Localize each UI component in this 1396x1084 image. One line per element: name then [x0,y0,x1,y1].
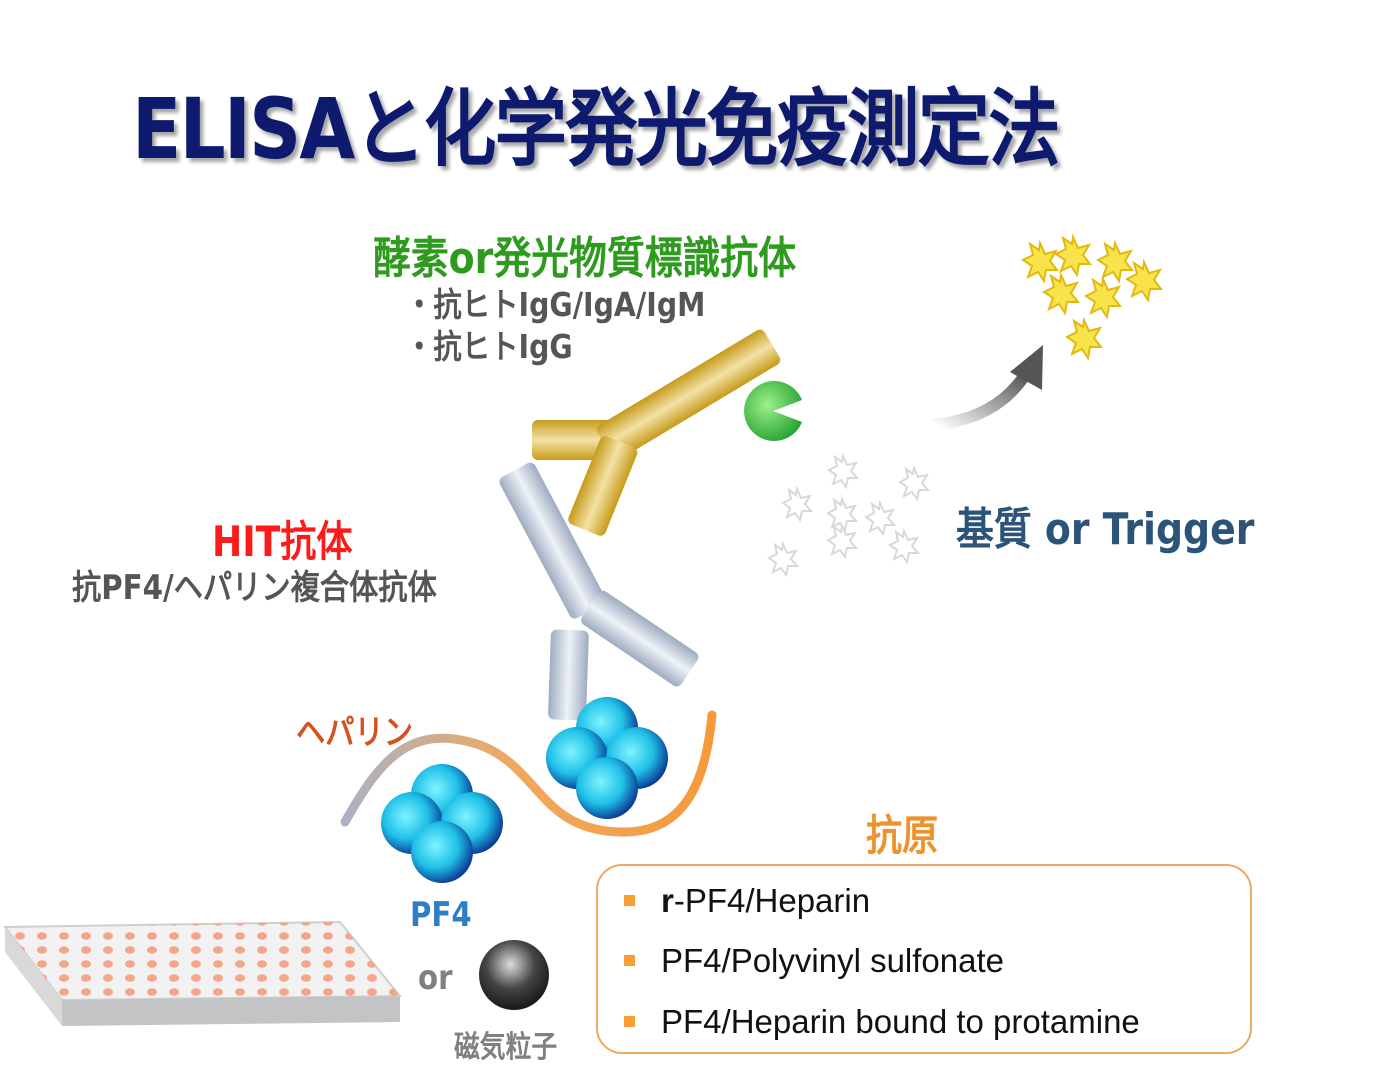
bullet-icon [624,1015,635,1027]
or-label: or [418,958,453,998]
hit-antibody-subtitle: 抗PF4/ヘパリン複合体抗体 [72,568,437,608]
substrate-label: 基質 or Trigger [956,504,1255,555]
bullet-icon [624,894,635,906]
antigen-list-item: PF4/Heparin bound to protamine [624,1003,1140,1041]
microplate-icon [2,920,403,1026]
antigen-list-box: r-PF4/Heparin PF4/Polyvinyl sulfonate PF… [596,864,1252,1054]
pf4-tetramer-left [381,764,503,883]
antigen-item-text: PF4/Heparin bound to protamine [661,1003,1140,1040]
reaction-arrow-icon [929,345,1043,431]
hit-antibody-title: HIT抗体 [212,517,353,566]
magnetic-particle-icon [479,940,549,1010]
antigen-list-item: PF4/Polyvinyl sulfonate [624,942,1004,980]
substrate-stars [767,452,931,578]
bullet-icon [624,954,635,966]
pf4-label: PF4 [410,895,472,935]
antigen-item-prefix: r [661,882,674,919]
pf4-tetramer-right [546,697,668,819]
page-title: ELISAと化学発光免疫測定法 [132,80,1061,178]
antigen-item-text: PF4/Polyvinyl sulfonate [661,942,1005,979]
antigen-item-text: -PF4/Heparin [673,882,871,919]
enzyme-antibody-title: 酵素or発光物質標識抗体 [373,233,797,284]
magnetic-particle-label: 磁気粒子 [454,1030,558,1065]
antigen-title: 抗原 [866,811,939,860]
antigen-list-item: r-PF4/Heparin [624,882,870,920]
hit-antibody [499,462,699,721]
enzyme-icon [744,381,802,441]
heparin-curve [340,710,717,837]
enzyme-antibody-item: ・抗ヒトIgG [405,327,573,366]
light-stars-icon [1021,233,1164,361]
enzyme-labeled-antibody [532,329,781,536]
heparin-label: ヘパリン [296,713,413,753]
enzyme-antibody-item: ・抗ヒトIgG/IgA/IgM [405,285,706,324]
